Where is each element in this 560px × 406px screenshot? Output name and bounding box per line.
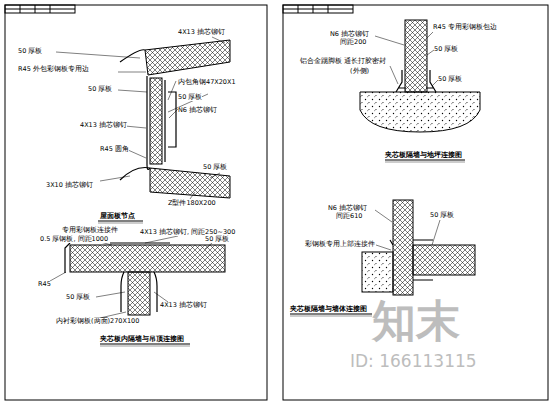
note-label: 内包角钢47X20X1 <box>178 79 236 86</box>
note-label: 50 厚板 <box>203 164 227 171</box>
note-label: 彩钢板专用上部连接件 <box>305 241 375 248</box>
note-label: 间距200 <box>340 39 366 46</box>
note-label: Z型件180X200 <box>168 200 216 207</box>
note-label: R45 <box>38 281 51 288</box>
note-label: 50 厚板 <box>434 46 458 53</box>
note-label: R45 圆角 <box>100 146 129 153</box>
note-label: 50 厚板 <box>66 294 90 301</box>
note-label: 间距610 <box>336 213 362 220</box>
note-label: N6 抽芯铆钉 <box>178 107 217 114</box>
note-label: R45 专用彩钢板包边 <box>433 24 497 31</box>
note-label: 4X13 抽芯铆钉 <box>160 302 207 309</box>
caption-label: 夹芯板隔墙与地坪连接图 <box>385 151 462 159</box>
watermark-id: ID: 166113115 <box>350 352 477 372</box>
note-label: 4X13 抽芯铆钉 <box>178 29 225 36</box>
caption-label: 夹芯板隔墙与墙体连接图 <box>290 305 367 313</box>
note-label: 50 厚板 <box>178 94 202 101</box>
note-label: 50 厚板 <box>88 86 112 93</box>
caption-label: 夹芯板内隔墙与吊顶连接图 <box>100 335 184 343</box>
note-label: 4X13 抽芯铆钉 <box>80 122 127 129</box>
note-label: 3X10 抽芯铆钉 <box>46 182 93 189</box>
note-label: 50 厚板 <box>438 76 462 83</box>
note-label: 内衬彩钢板(两面)270X100 <box>56 318 139 325</box>
note-label: N6 抽芯铆钉 <box>328 205 367 212</box>
note-label: 50 厚板 <box>18 48 42 55</box>
note-label: (外侧) <box>350 68 369 75</box>
watermark: 知末 <box>372 296 460 347</box>
note-label: 铝合金踢脚板 通长打胶密封 <box>300 58 386 65</box>
caption-label: 屋面板节点 <box>100 212 135 220</box>
note-label: 0.5 厚钢板, 间距1000 <box>40 236 108 243</box>
note-label: R45 外包彩钢板专用边 <box>18 66 89 73</box>
note-label: 50 厚板 <box>430 212 454 219</box>
note-label: 专用彩钢板连接件 <box>62 227 118 234</box>
note-label: 50 厚板 <box>205 236 229 243</box>
note-label: N6 抽芯铆钉 <box>330 31 369 38</box>
